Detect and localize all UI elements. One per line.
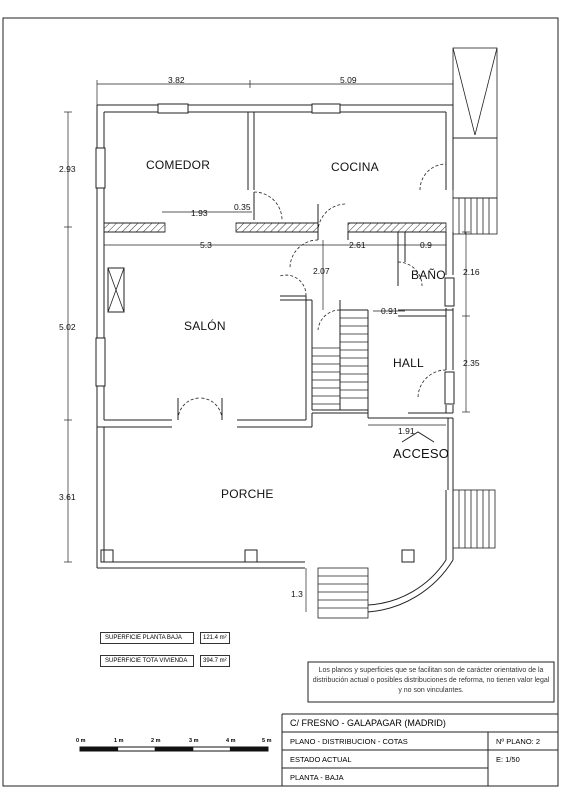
exterior-steps-right: [452, 489, 496, 549]
title-plano-number: Nº PLANO: 2: [496, 736, 541, 746]
acceso-arrow: [401, 431, 435, 443]
room-label-bano: BAÑO: [411, 268, 446, 282]
dim-1-93: 1.93: [191, 208, 208, 218]
dim-left-1: 2.93: [59, 164, 76, 174]
porch-column-1: [100, 549, 114, 563]
surface-total-value: 394.7 m²: [200, 655, 230, 667]
room-label-cocina: COCINA: [331, 160, 379, 174]
walls: [96, 104, 454, 428]
dim-1-91: 1.91: [398, 426, 415, 436]
title-planta: PLANTA - BAJA: [290, 772, 344, 782]
dim-top-right: 5.09: [340, 75, 357, 85]
scale-label-1: 1 m: [114, 738, 124, 744]
scale-label-5: 5 m: [262, 738, 272, 744]
note-box: [307, 661, 555, 703]
hatched-wall-1: [103, 222, 166, 233]
fireplace: [107, 267, 125, 313]
room-label-hall: HALL: [393, 356, 424, 370]
surface-total-label: SUPERFICIE TOTA VIVIENDA: [100, 655, 194, 667]
title-plano: PLANO - DISTRIBUCION - COTAS: [290, 736, 408, 746]
hatched-wall-2: [235, 222, 319, 233]
door-swings: [177, 163, 447, 421]
surface-planta-baja-label: SUPERFICIE PLANTA BAJA: [100, 632, 194, 644]
dimension-lines: [64, 80, 470, 612]
title-escala: E: 1/50: [496, 754, 520, 764]
dim-2-07: 2.07: [313, 266, 330, 276]
disclaimer-note: Los planos y superficies que se facilita…: [312, 667, 550, 694]
dim-2-35: 2.35: [463, 358, 480, 368]
room-label-comedor: COMEDOR: [146, 158, 211, 172]
hatched-wall-3: [347, 222, 447, 233]
sheet-border: [2, 17, 559, 787]
door-leaves: [177, 164, 447, 420]
dim-left-2: 5.02: [59, 322, 76, 332]
dim-0-35: 0.35: [234, 202, 251, 212]
surface-planta-baja-value: 121.4 m²: [200, 632, 230, 644]
scale-label-2: 2 m: [151, 738, 161, 744]
dim-1-3: 1.3: [291, 589, 303, 599]
dim-left-3: 3.61: [59, 492, 76, 502]
dim-top-left: 3.82: [168, 75, 185, 85]
dim-0-91: 0.91: [381, 306, 398, 316]
title-block-lines: [281, 713, 558, 786]
scale-label-4: 4 m: [226, 738, 236, 744]
title-estado: ESTADO ACTUAL: [290, 754, 352, 764]
room-label-salon: SALÓN: [184, 319, 226, 333]
scale-label-3: 3 m: [189, 738, 199, 744]
dim-2-61: 2.61: [349, 240, 366, 250]
top-right-element: [452, 47, 498, 235]
entrance-label: ACCESO: [393, 446, 450, 461]
porch-column-2: [244, 549, 258, 563]
title-address: C/ FRESNO - GALAPAGAR (MADRID): [290, 718, 446, 728]
dim-0-9: 0.9: [420, 240, 432, 250]
porch-column-3: [401, 549, 415, 563]
exterior-steps-bottom: [317, 567, 369, 619]
interior-stairs: [312, 317, 368, 405]
dim-5-3: 5.3: [200, 240, 212, 250]
dim-2-16: 2.16: [463, 267, 480, 277]
scale-bar: [79, 746, 269, 752]
scale-label-0: 0 m: [76, 738, 86, 744]
room-label-porche: PORCHE: [221, 487, 274, 501]
windows: [95, 103, 455, 405]
porch-outline: [96, 418, 454, 613]
